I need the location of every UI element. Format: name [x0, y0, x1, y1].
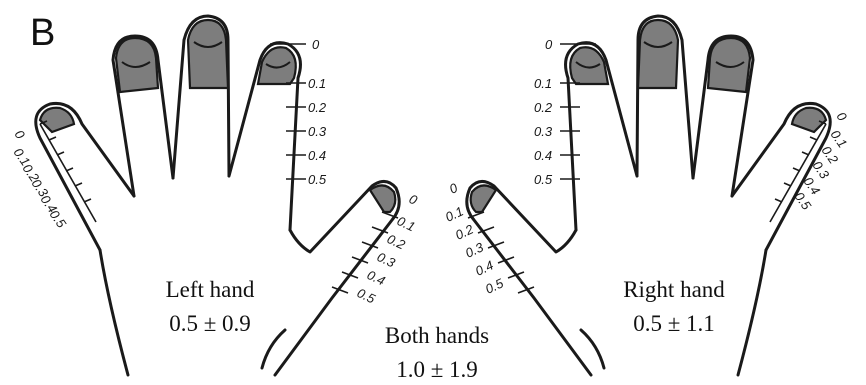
right-index-tick-0.3: 0.3	[534, 124, 553, 139]
left-index-tick-0.5: 0.5	[308, 172, 327, 187]
panel-label: B	[30, 12, 55, 54]
left-ring-nail	[116, 38, 158, 92]
right-middle-nail	[638, 20, 678, 88]
left-hand-label: Left hand	[166, 277, 255, 302]
left-index-tick-0.3: 0.3	[308, 124, 327, 139]
left-pinky-tick-0: 0	[12, 127, 29, 142]
left-index-tick-0.2: 0.2	[308, 100, 327, 115]
right-pinky-tick-0: 0	[834, 109, 851, 124]
right-thumb-tick-0.1: 0.1	[443, 203, 466, 224]
right-thumb-tick-0.3: 0.3	[463, 239, 486, 261]
right-hand-label: Right hand	[623, 277, 725, 302]
left-thumb-tick-0.3: 0.3	[375, 249, 398, 271]
right-palm-outline	[738, 250, 766, 375]
right-index-tick-0.5: 0.5	[534, 172, 553, 187]
left-index-tick-0.4: 0.4	[308, 148, 326, 163]
right-thumb-tick-0.5: 0.5	[483, 275, 506, 297]
left-thumb-tick-0.1: 0.1	[395, 213, 418, 234]
left-thumb-tick-0: 0	[407, 191, 421, 208]
both-hands-label: Both hands	[385, 323, 489, 348]
right-ring-nail	[708, 38, 750, 92]
left-hand-value: 0.5 ± 0.9	[169, 311, 251, 336]
both-hands-value: 1.0 ± 1.9	[396, 357, 478, 382]
right-thumb-tick-0.2: 0.2	[453, 221, 476, 243]
left-index-tick-0: 0	[312, 37, 320, 52]
right-index-tick-0.4: 0.4	[534, 148, 552, 163]
left-middle-nail	[188, 20, 228, 88]
left-thumb-tick-0.5: 0.5	[355, 285, 378, 307]
right-index-tick-0.1: 0.1	[534, 76, 552, 91]
right-index-tick-0: 0	[545, 37, 553, 52]
left-thumb-tick-0.2: 0.2	[385, 231, 408, 253]
left-index-tick-0.1: 0.1	[308, 76, 326, 91]
right-index-tick-0.2: 0.2	[534, 100, 553, 115]
left-palm-outline	[100, 250, 128, 375]
right-hand-value: 0.5 ± 1.1	[633, 311, 715, 336]
right-thumb-tick-0.4: 0.4	[473, 257, 496, 278]
left-thumb-tick-0.4: 0.4	[365, 267, 388, 288]
right-thumb-tick-0: 0	[447, 180, 461, 197]
